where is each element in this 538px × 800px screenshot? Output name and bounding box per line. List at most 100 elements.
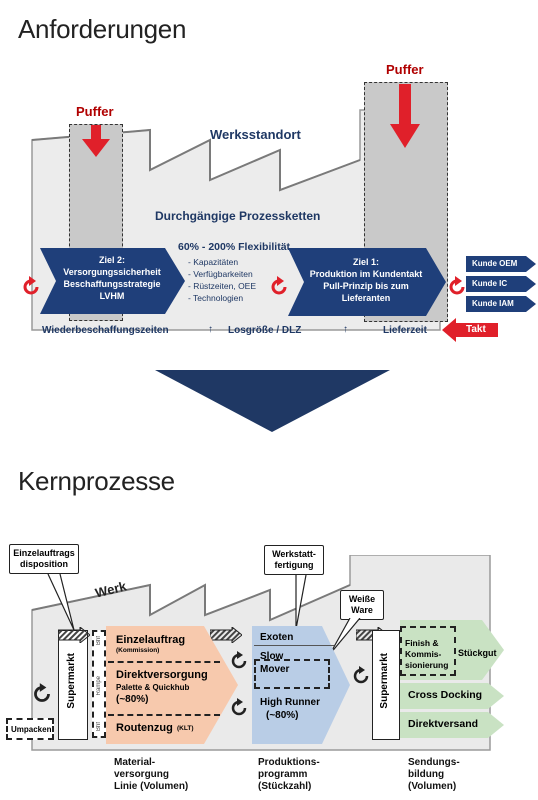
ziel2-line: Beschaffungsstrategie bbox=[63, 279, 161, 289]
flexibility-item: - Verfügbarkeiten bbox=[188, 269, 253, 279]
kommission-label: (Kommission) bbox=[116, 647, 160, 654]
cycle-icon bbox=[34, 683, 50, 702]
ziel2-line: Ziel 2: bbox=[98, 255, 125, 265]
footer-line: Sendungs- bbox=[408, 757, 460, 768]
wiederbeschaffung-label: Wiederbeschaffungszeiten bbox=[42, 325, 169, 336]
slow-label: Slow bbox=[260, 651, 284, 662]
flexibility-item: - Rüstzeiten, OEE bbox=[188, 281, 257, 291]
werksstandort-label: Werksstandort bbox=[210, 127, 301, 142]
flexibility-item: - Technologien bbox=[188, 293, 244, 303]
footer-material: Material- versorgung Linie (Volumen) bbox=[114, 757, 204, 793]
finish-line: Finish & bbox=[405, 638, 439, 648]
callout-line: disposition bbox=[20, 559, 68, 569]
callout-line: Werkstatt- bbox=[272, 549, 316, 559]
weisse-ware-callout: Weiße Ware bbox=[340, 590, 384, 620]
footer-line: (Stückzahl) bbox=[258, 781, 312, 792]
footer-line: (Volumen) bbox=[408, 781, 457, 792]
finish-line: sionierung bbox=[405, 660, 449, 670]
stueckgut-label: Stückgut bbox=[458, 648, 497, 658]
customer-iam-label: Kunde IAM bbox=[472, 299, 514, 308]
customer-arrow-shape bbox=[466, 256, 536, 272]
lieferzeit-label: Lieferzeit bbox=[383, 325, 427, 336]
umpacken-label: Umpacken bbox=[11, 725, 52, 734]
routenzug-label: Routenzug bbox=[116, 722, 173, 734]
material-divider bbox=[108, 714, 220, 716]
finish-text: Finish & Kommis- sionierung bbox=[405, 638, 448, 671]
direktversand-label: Direktversand bbox=[408, 718, 479, 730]
down-arrow-icon bbox=[390, 84, 420, 148]
footer-produktion: Produktions- programm (Stückzahl) bbox=[258, 757, 348, 793]
callout-line: fertigung bbox=[274, 560, 314, 570]
section-title-kernprozesse: Kernprozesse bbox=[18, 466, 175, 496]
cycle-icon bbox=[23, 276, 39, 295]
direktversorgung-label: Direktversorgung bbox=[116, 669, 208, 681]
material-divider bbox=[108, 661, 220, 663]
takt-label: Takt bbox=[466, 324, 486, 335]
callout-pointer bbox=[47, 574, 75, 631]
finish-box bbox=[400, 626, 456, 676]
side-tag-bhf-1: Bhf bbox=[96, 636, 102, 646]
supermarkt-right-box: Supermarkt bbox=[372, 630, 400, 740]
einzelauftrag-label: Einzelauftrag bbox=[116, 634, 186, 646]
footer-line: Produktions- bbox=[258, 757, 320, 768]
callout-pointer bbox=[295, 575, 307, 630]
einzelauftrags-callout: Einzelauftrags disposition bbox=[9, 544, 79, 574]
flexibility-title: 60% - 200% Flexibilität bbox=[178, 241, 291, 253]
durchgaengig-label: Durchgängige Prozessketten bbox=[155, 209, 321, 223]
losgroesse-label: Losgröße / DLZ bbox=[228, 325, 302, 336]
puffer-right-label: Puffer bbox=[386, 62, 424, 77]
customer-ic-label: Kunde IC bbox=[472, 279, 508, 288]
hatched-arrow-icon bbox=[210, 627, 242, 643]
cycle-icon bbox=[449, 276, 465, 295]
callout-line: Weiße bbox=[348, 594, 376, 604]
puffer-left-label: Puffer bbox=[76, 104, 114, 119]
footer-line: versorgung bbox=[114, 769, 170, 780]
footer-sendung: Sendungs- bildung (Volumen) bbox=[408, 757, 498, 793]
exoten-label: Exoten bbox=[260, 632, 294, 643]
takt-arrow-shape bbox=[442, 318, 498, 342]
werkstatt-callout: Werkstatt- fertigung bbox=[264, 545, 324, 575]
chevron-down-icon bbox=[155, 370, 390, 432]
supermarkt-right-label: Supermarkt bbox=[379, 653, 390, 709]
customer-oem-label: Kunde OEM bbox=[472, 259, 518, 268]
hatched-arrow-icon bbox=[58, 627, 90, 643]
ziel2-text: Ziel 2: Versorgungssicherheit Beschaffun… bbox=[56, 254, 168, 302]
side-tag-rampe: Rampe bbox=[96, 676, 102, 696]
supermarkt-left-label: Supermarkt bbox=[66, 653, 77, 709]
side-tag-bhf-2: Bhf bbox=[96, 722, 102, 732]
palette-label: Palette & Quickhub bbox=[116, 683, 190, 692]
high-runner-label: High Runner bbox=[260, 697, 320, 708]
sendung-arrow-shape bbox=[400, 712, 504, 738]
section-title-anforderungen: Anforderungen bbox=[18, 14, 187, 44]
cycle-icon bbox=[231, 698, 247, 716]
ziel1-line: Ziel 1: bbox=[352, 257, 379, 267]
klt-label: (KLT) bbox=[177, 725, 194, 732]
up-arrow-icon: ↑ bbox=[343, 324, 348, 335]
material-pct-label: (~80%) bbox=[116, 694, 149, 705]
slow-mover-box bbox=[254, 659, 330, 689]
ziel2-line: Versorgungssicherheit bbox=[63, 267, 161, 277]
finish-line: Kommis- bbox=[405, 649, 442, 659]
produktion-pct-label: (~80%) bbox=[266, 710, 299, 721]
ziel2-line: LVHM bbox=[99, 291, 125, 301]
footer-line: bildung bbox=[408, 769, 445, 780]
footer-line: Material- bbox=[114, 757, 156, 768]
cycle-icon bbox=[271, 276, 287, 295]
flexibility-list: - Kapazitäten - Verfügbarkeiten - Rüstze… bbox=[188, 256, 256, 304]
customer-arrow-shape bbox=[466, 276, 536, 292]
down-arrow-icon bbox=[82, 125, 110, 157]
customer-arrow-shape bbox=[466, 296, 536, 312]
sendung-arrow-shape bbox=[400, 620, 504, 680]
produktion-arrow-shape bbox=[252, 626, 350, 744]
mover-label: Mover bbox=[260, 664, 290, 675]
side-tag-box bbox=[92, 630, 106, 738]
footer-line: programm bbox=[258, 769, 308, 780]
cycle-icon bbox=[353, 666, 369, 684]
ziel2-arrow-shape bbox=[40, 248, 185, 314]
ziel1-line: Produktion im Kundentakt bbox=[309, 269, 423, 279]
up-arrow-icon: ↑ bbox=[208, 324, 213, 335]
sendung-arrow-shape bbox=[400, 683, 504, 709]
footer-line: Linie (Volumen) bbox=[114, 781, 189, 792]
cycle-icon bbox=[231, 651, 247, 669]
callout-line: Ware bbox=[351, 605, 373, 615]
